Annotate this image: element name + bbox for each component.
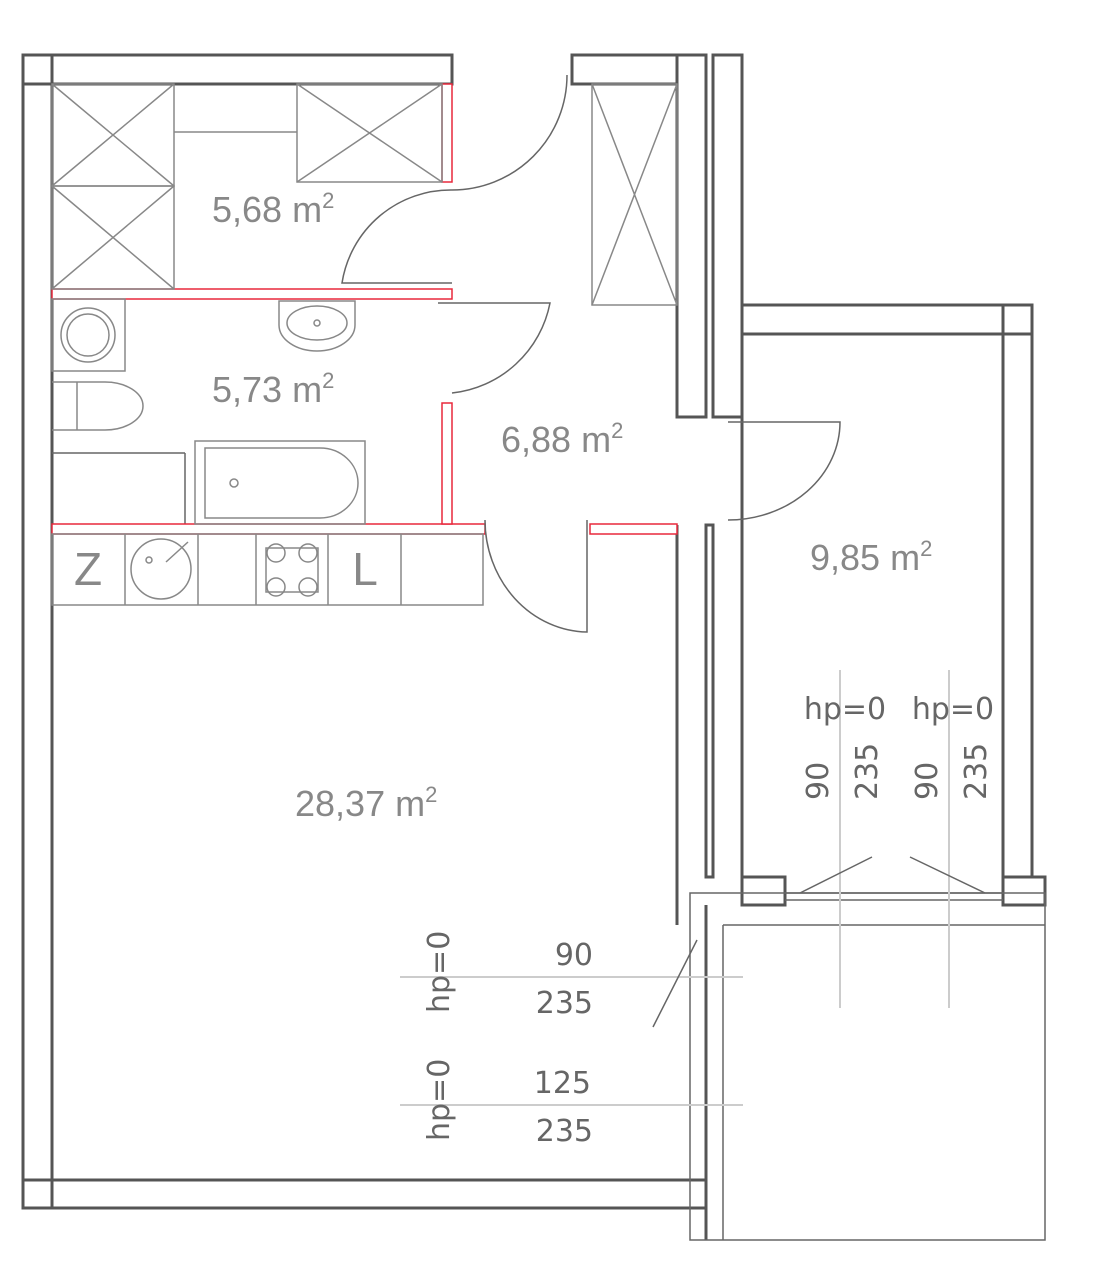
bathroom-fixtures xyxy=(51,298,366,525)
partition-walls xyxy=(51,83,678,535)
window-height: 235 xyxy=(959,743,994,800)
window-guides xyxy=(400,670,986,1106)
window-hp: hp=0 xyxy=(804,692,886,727)
kitchen-counter: Z L xyxy=(51,533,484,606)
room-area-hall: 6,88 m2 xyxy=(501,418,623,460)
window-height: 235 xyxy=(850,743,885,800)
room-area-bathroom: 5,73 m2 xyxy=(212,368,334,410)
window-hp: hp=0 xyxy=(912,692,994,727)
room-area-living: 28,37 m2 xyxy=(295,782,437,824)
window-width: 90 xyxy=(555,938,593,973)
window-height: 235 xyxy=(536,986,593,1021)
window-width: 90 xyxy=(801,762,836,800)
room-area-storage: 5,68 m2 xyxy=(212,188,334,230)
wardrobes xyxy=(51,83,678,306)
fridge-label: Z xyxy=(74,543,102,595)
room-area-bedroom: 9,85 m2 xyxy=(810,536,932,578)
sink-label: L xyxy=(352,543,378,595)
window-width: 90 xyxy=(910,762,945,800)
sink-icon xyxy=(130,538,192,600)
doors xyxy=(341,74,841,633)
window-hp: hp=0 xyxy=(422,1059,457,1141)
window-hp: hp=0 xyxy=(422,931,457,1013)
walls xyxy=(21,53,1047,1241)
stove-icon xyxy=(265,547,319,593)
window-height: 235 xyxy=(536,1114,593,1149)
window-width: 125 xyxy=(534,1066,591,1101)
